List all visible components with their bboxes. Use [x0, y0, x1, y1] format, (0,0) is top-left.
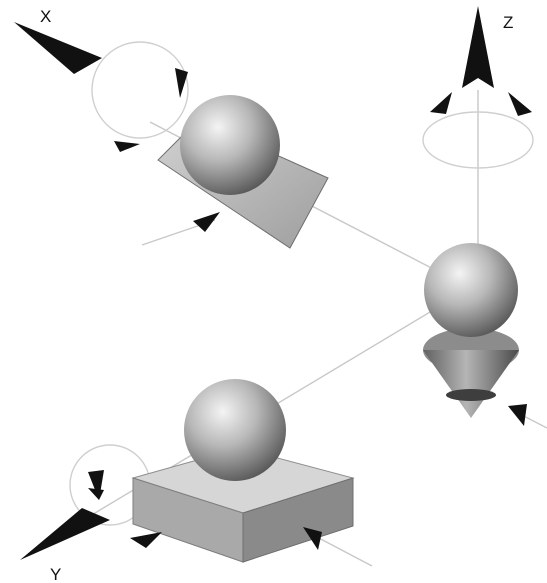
- x-rotation-circle: [91, 41, 189, 139]
- y-axis-arrow-icon: [20, 508, 110, 560]
- z-joint: [423, 243, 519, 418]
- x-axis-arrow-icon: [14, 22, 102, 74]
- y-rotation-arrowhead-icon-4: [303, 527, 322, 550]
- y-joint-sphere: [184, 379, 286, 481]
- axis-arrows: [14, 6, 494, 560]
- x-joint-sphere: [180, 95, 280, 195]
- x-rotation-arrowhead-icon-3: [193, 212, 220, 232]
- z-rotation-circle: [422, 111, 534, 169]
- x-joint: [157, 95, 329, 249]
- rotation-arrowheads: [88, 68, 532, 550]
- z-joint-rotation-arrowhead-icon: [508, 404, 527, 426]
- y-joint-box-right: [242, 477, 354, 563]
- z-rotation-arrowhead-icon: [430, 92, 452, 114]
- z-joint-cone: [423, 350, 519, 418]
- y-rotation-line: [314, 535, 373, 567]
- y-axis-label: Y: [50, 565, 61, 583]
- y-rotation-arrowhead-icon-3: [130, 532, 162, 548]
- x-rotation-arrowhead-icon: [175, 68, 188, 98]
- z-joint-cone-band: [446, 389, 496, 401]
- z-rotation-arrowhead-icon-2: [508, 92, 532, 116]
- z-axis-label: Z: [503, 13, 513, 32]
- y-rotation-arrowhead-icon-2: [88, 488, 104, 500]
- y-joint: [131, 379, 355, 563]
- x-axis-label: X: [40, 7, 51, 26]
- x-rotation-arrowhead-icon-2: [114, 141, 140, 152]
- z-joint-sphere: [424, 243, 518, 337]
- axis-labels: X Z Y: [40, 7, 513, 583]
- z-axis-arrow-icon: [462, 6, 494, 88]
